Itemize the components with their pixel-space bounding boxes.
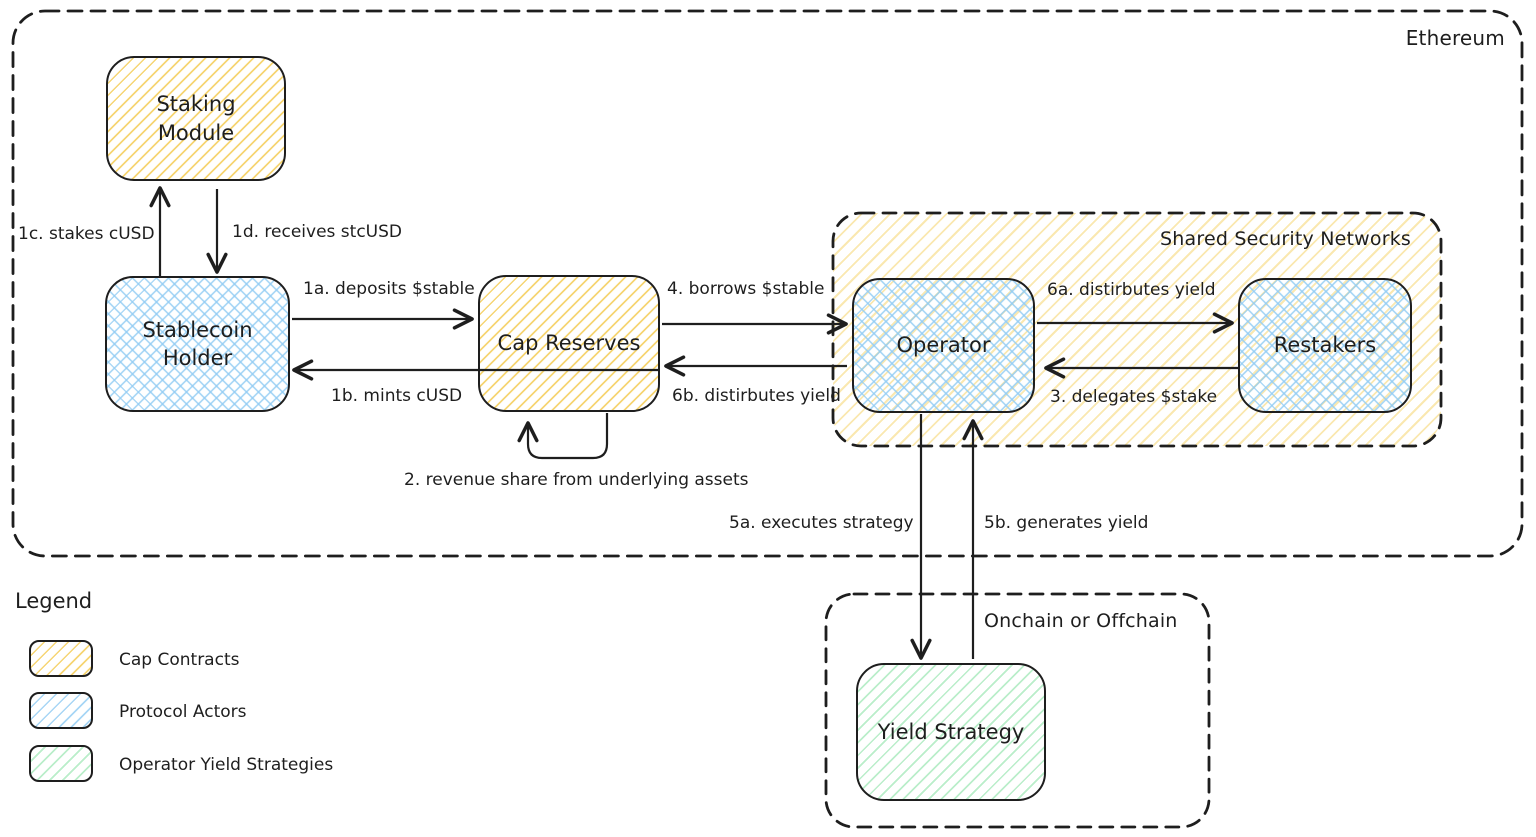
node-operator: Operator xyxy=(852,278,1035,413)
onchain-or-offchain-label: Onchain or Offchain xyxy=(984,610,1178,632)
legend-swatch-protocol-actors xyxy=(29,692,93,729)
node-restakers-label: Restakers xyxy=(1273,333,1377,358)
edge-label-2-revenue-share: 2. revenue share from underlying assets xyxy=(404,470,749,490)
legend-swatch-cap-contracts xyxy=(29,640,93,677)
node-cap-reserves: Cap Reserves xyxy=(478,275,660,412)
edge-label-1a-deposits-stable: 1a. deposits $stable xyxy=(303,279,475,299)
edge-label-4-borrows-stable: 4. borrows $stable xyxy=(667,279,825,299)
legend-swatch-operator-yield-strategies xyxy=(29,745,93,782)
node-cap-reserves-label: Cap Reserves xyxy=(497,331,641,356)
shared-security-networks-label: Shared Security Networks xyxy=(1160,228,1412,250)
legend-label-operator-yield-strategies: Operator Yield Strategies xyxy=(119,755,334,775)
node-operator-label: Operator xyxy=(896,333,991,358)
ethereum-container-label: Ethereum xyxy=(1405,26,1505,50)
edge-label-5a-executes-strategy: 5a. executes strategy xyxy=(729,513,914,533)
node-stablecoin-holder: Stablecoin Holder xyxy=(105,276,290,412)
node-stablecoin-holder-label: Stablecoin Holder xyxy=(142,317,253,370)
edge-label-6a-distributes-yield: 6a. distirbutes yield xyxy=(1047,280,1216,300)
edge-label-3-delegates-stake: 3. delegates $stake xyxy=(1050,387,1218,407)
legend-label-protocol-actors: Protocol Actors xyxy=(119,702,247,722)
edge-label-5b-generates-yield: 5b. generates yield xyxy=(984,513,1149,533)
node-restakers: Restakers xyxy=(1238,278,1412,413)
legend-title: Legend xyxy=(15,589,93,613)
node-yield-strategy: Yield Strategy xyxy=(856,663,1046,801)
edge-label-1b-mints-cusd: 1b. mints cUSD xyxy=(331,386,463,406)
node-yield-strategy-label: Yield Strategy xyxy=(877,719,1025,744)
edge-label-1c-stakes-cusd: 1c. stakes cUSD xyxy=(18,224,155,244)
edge-label-6b-distributes-yield: 6b. distirbutes yield xyxy=(672,386,841,406)
node-staking-module: Staking Module xyxy=(106,56,286,181)
node-staking-module-label: Staking Module xyxy=(156,92,236,145)
legend-label-cap-contracts: Cap Contracts xyxy=(119,650,240,670)
edge-label-1d-receives-stcusd: 1d. receives stcUSD xyxy=(232,222,402,242)
arrow-2-revenue-share-loop xyxy=(517,413,609,460)
